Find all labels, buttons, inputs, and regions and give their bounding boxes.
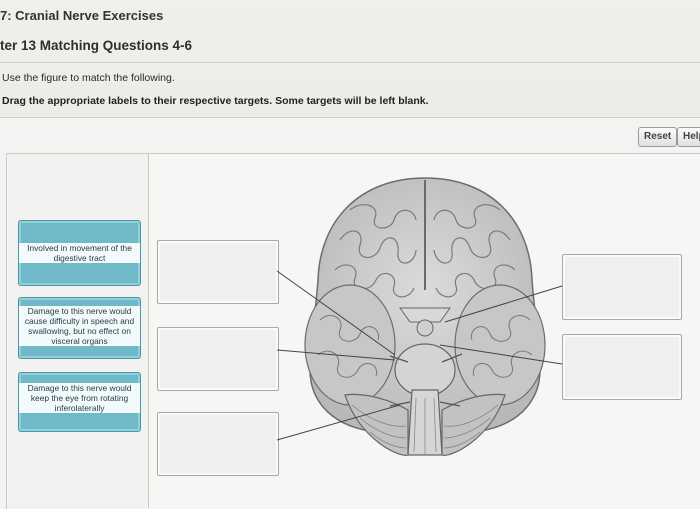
reset-button[interactable]: Reset bbox=[638, 127, 678, 147]
draggable-label[interactable]: Damage to this nerve would keep the eye … bbox=[18, 372, 141, 432]
help-button[interactable]: Help bbox=[677, 127, 700, 147]
question-title: ter 13 Matching Questions 4-6 bbox=[0, 38, 193, 53]
drop-target[interactable] bbox=[157, 412, 279, 476]
drag-instruction-text: Drag the appropriate labels to their res… bbox=[2, 95, 429, 107]
course-title: 7: Cranial Nerve Exercises bbox=[0, 8, 164, 23]
drop-target[interactable] bbox=[157, 327, 279, 391]
header-divider bbox=[0, 62, 700, 63]
drop-target[interactable] bbox=[157, 240, 279, 304]
drop-target[interactable] bbox=[562, 254, 682, 320]
label-text: Involved in movement of the digestive tr… bbox=[19, 243, 140, 263]
instruction-text: Use the figure to match the following. bbox=[2, 72, 175, 84]
drop-target[interactable] bbox=[562, 334, 682, 400]
label-text: Damage to this nerve would keep the eye … bbox=[19, 383, 140, 413]
draggable-label[interactable]: Damage to this nerve would cause difficu… bbox=[18, 297, 141, 359]
label-text: Damage to this nerve would cause difficu… bbox=[19, 306, 140, 346]
brain-inferior-view-figure bbox=[304, 177, 546, 456]
draggable-label[interactable]: Involved in movement of the digestive tr… bbox=[18, 220, 141, 286]
